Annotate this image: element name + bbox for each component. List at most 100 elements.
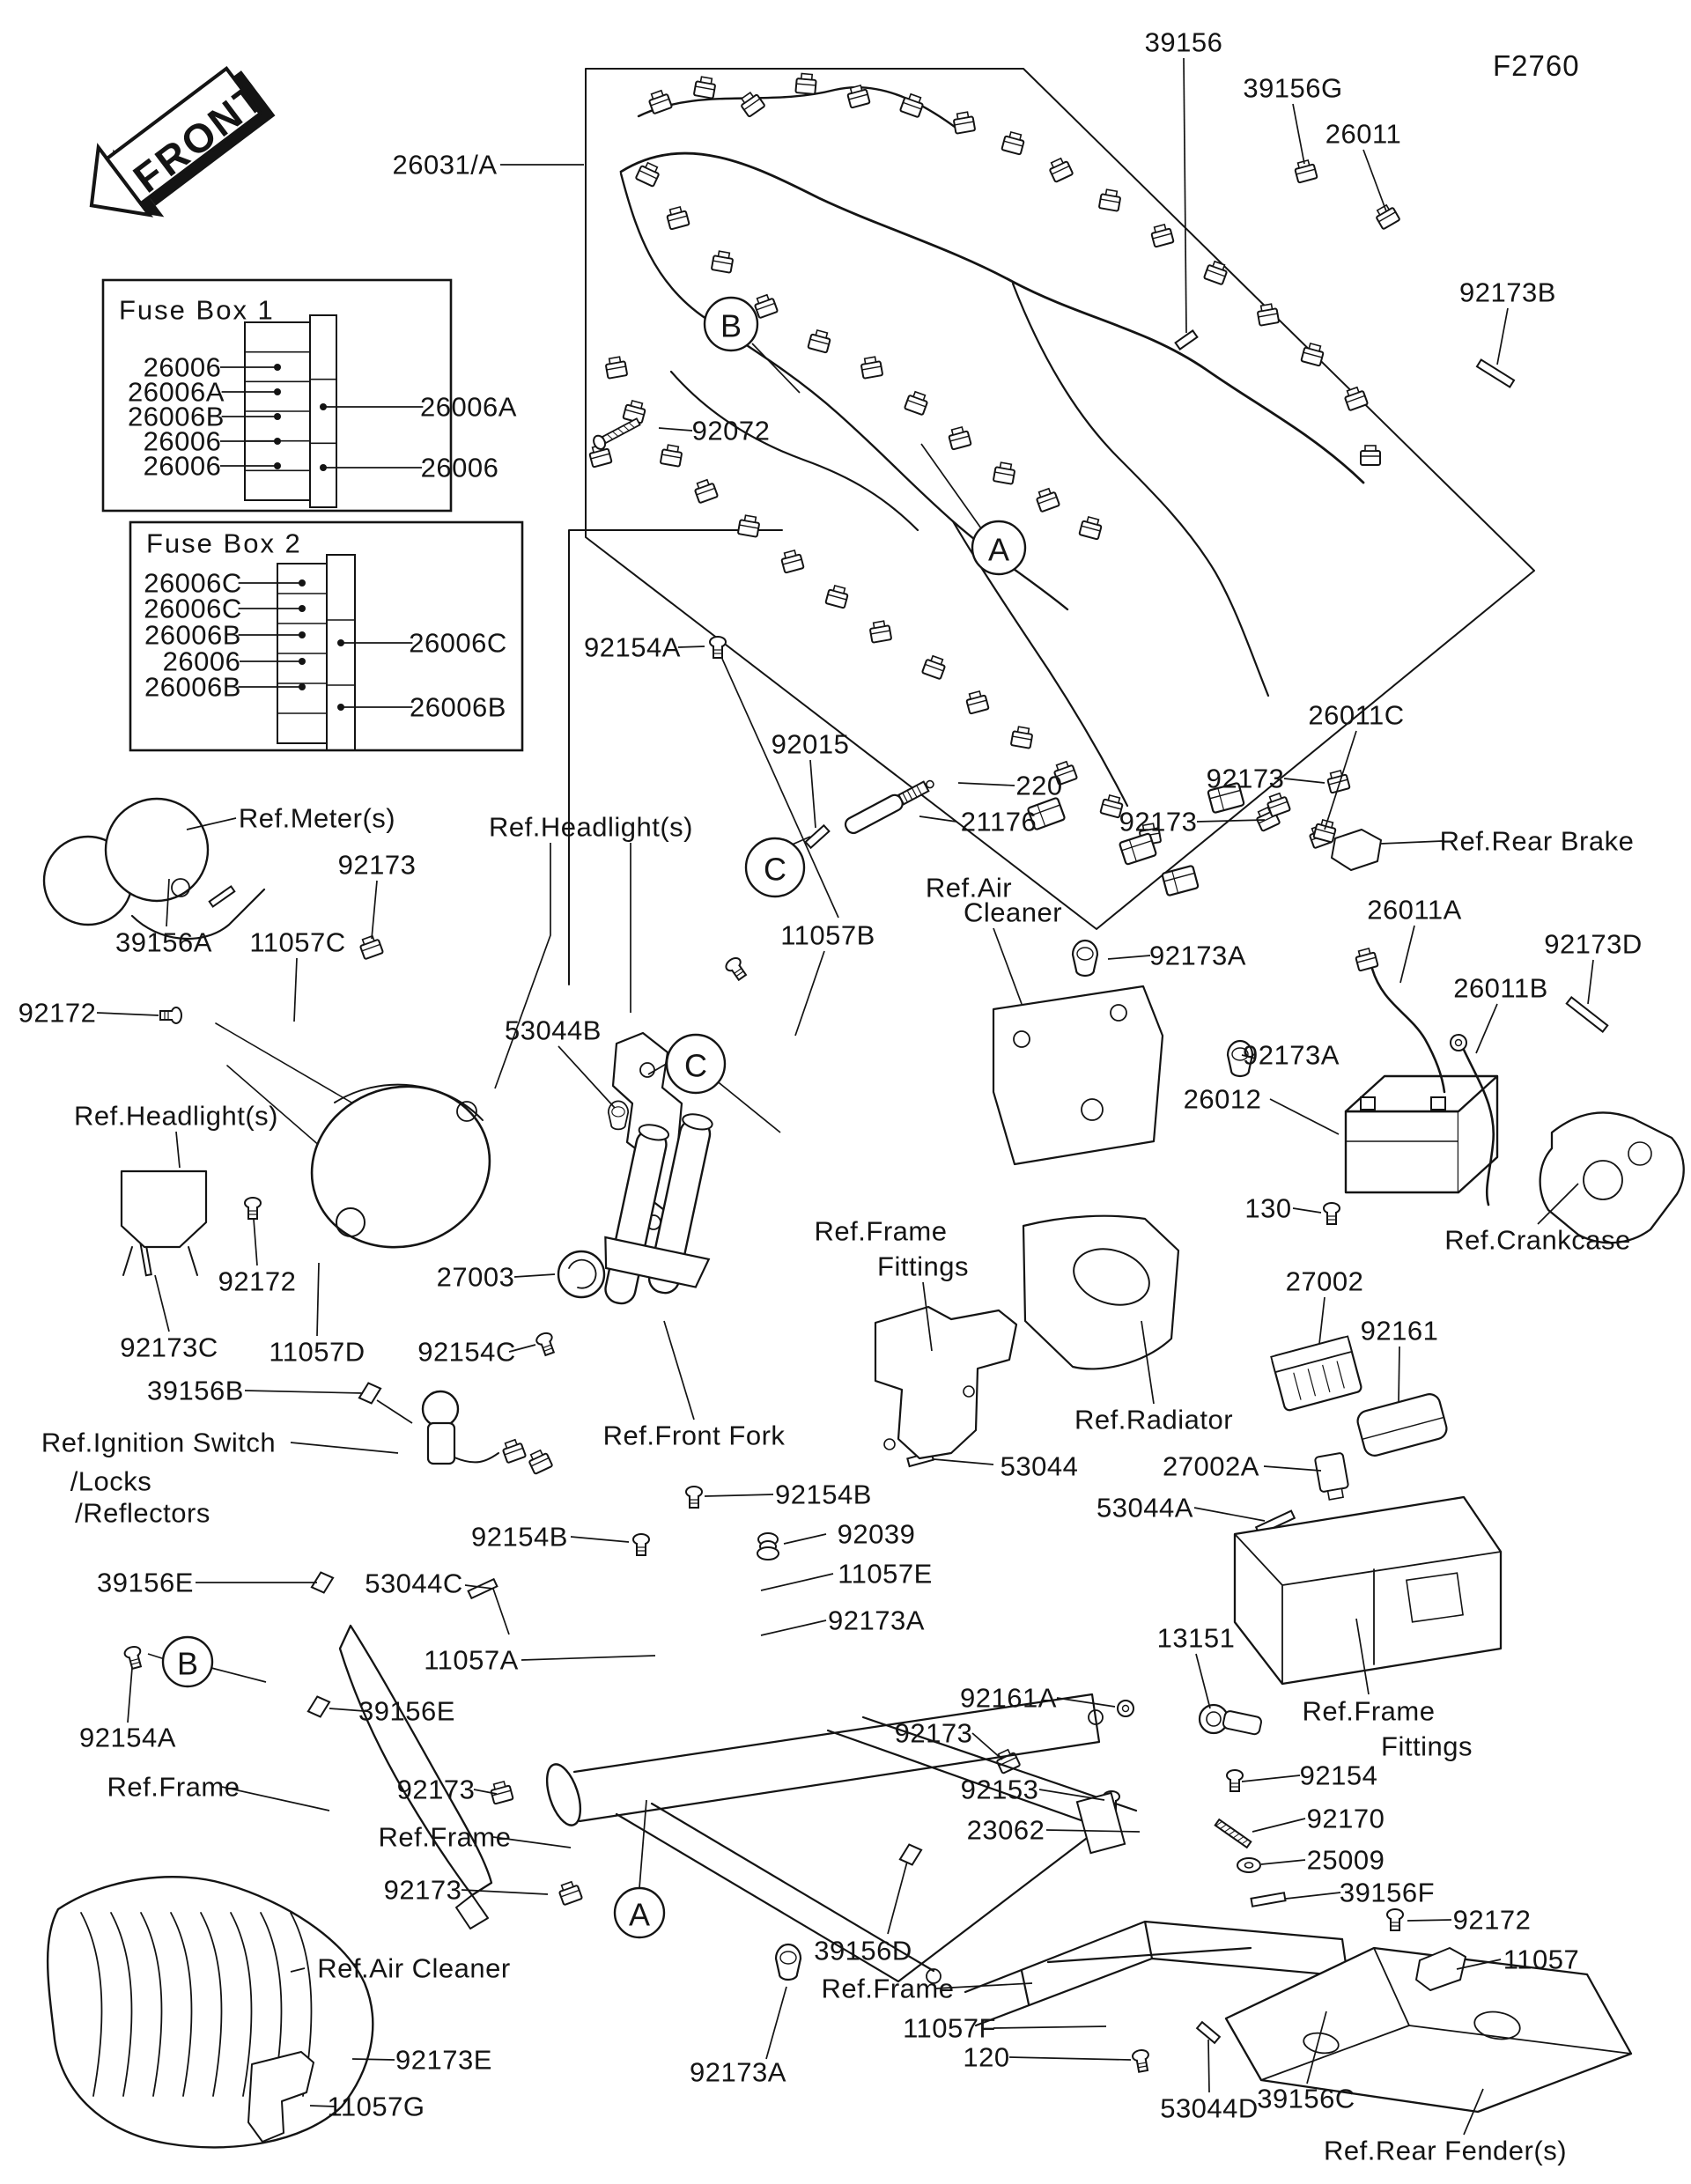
connector-icon	[558, 1880, 583, 1906]
part-label: 11057B	[780, 920, 875, 951]
damper-pad-icon	[898, 1843, 923, 1866]
part-label: 11057G	[327, 2092, 425, 2122]
leader-line	[1380, 840, 1444, 845]
view-letter-A: A	[613, 1886, 666, 1939]
leader-line	[186, 817, 237, 830]
connector-icon	[1036, 487, 1060, 513]
part-label: 92161A	[960, 1683, 1057, 1714]
strip-icon	[1250, 1892, 1287, 1907]
fuse-label: 26006C	[409, 628, 507, 659]
spring-pin-icon	[1214, 1818, 1252, 1849]
aircleaner-bracket-sketch	[992, 985, 1164, 1166]
cable-eyelet-icon	[1117, 1700, 1134, 1717]
leader-line	[1269, 1098, 1340, 1135]
part-label: Fittings	[1381, 1731, 1473, 1762]
svg-text:C: C	[684, 1048, 707, 1084]
part-label: Ref.Frame	[107, 1772, 240, 1803]
part-label: Ref.Crankcase	[1444, 1225, 1631, 1256]
aircleaner-rib	[140, 1912, 163, 2097]
part-label: 53044C	[365, 1568, 463, 1599]
part-label: Ref.Headlight(s)	[489, 812, 693, 843]
connector-icon	[740, 91, 765, 118]
leader-line	[221, 1786, 330, 1811]
part-label: 39156B	[147, 1376, 244, 1406]
part-label: 11057A	[424, 1645, 519, 1676]
part-label: 92154	[1300, 1760, 1378, 1791]
leader-line	[1537, 1183, 1579, 1225]
leader-line	[1045, 1829, 1141, 1833]
battery-sketch-top	[1344, 1074, 1499, 1194]
part-label: 27003	[437, 1262, 515, 1293]
part-label: /Reflectors	[75, 1498, 210, 1529]
view-letter-A: A	[971, 520, 1027, 576]
part-label: 11057F	[903, 2013, 996, 2044]
connector-icon	[824, 584, 849, 609]
harness-boundary-box	[585, 68, 1535, 930]
leader-line	[993, 2025, 1107, 2029]
part-label: /Locks	[70, 1466, 152, 1497]
leader-line	[316, 1262, 320, 1337]
connector-icon	[1203, 260, 1228, 285]
battery-case-inner	[1234, 1533, 1502, 1685]
leader-line	[1587, 959, 1594, 1005]
bolt-icon	[1323, 1202, 1340, 1225]
part-label: Ref.Air	[926, 873, 1012, 904]
leader-line	[957, 782, 1015, 786]
part-label: Ref.Radiator	[1074, 1405, 1233, 1435]
leader-line	[1107, 955, 1151, 960]
connector-icon	[807, 328, 831, 354]
part-label: 26011	[1325, 119, 1401, 150]
connector-icon	[780, 549, 805, 574]
part-label: 92172	[1453, 1905, 1532, 1936]
part-label: 92173B	[1459, 277, 1556, 308]
leader-line	[1008, 2056, 1132, 2061]
ecu-damper-sketch	[1356, 1393, 1448, 1457]
view-letter-C: C	[665, 1033, 727, 1095]
connector-icon	[754, 293, 779, 319]
svg-text:C: C	[764, 852, 786, 888]
part-label: 21176	[961, 807, 1037, 837]
part-label: 23062	[967, 1815, 1045, 1846]
leader-line	[1283, 778, 1325, 784]
part-label: 130	[1244, 1193, 1291, 1224]
leader-line	[1038, 1789, 1105, 1801]
leader-line	[1463, 2088, 1484, 2136]
leader-line	[293, 957, 298, 1022]
part-label: 11057C	[249, 927, 345, 958]
leader-line	[461, 1889, 549, 1895]
ecu-sketch	[1270, 1335, 1362, 1412]
connector-icon	[666, 205, 690, 231]
part-label: 92154A	[79, 1723, 176, 1753]
leader-line	[751, 343, 801, 394]
part-label: Ref.Rear Brake	[1440, 826, 1635, 857]
connector-icon	[648, 89, 673, 114]
leader-line	[570, 1536, 630, 1543]
leader-line	[210, 1667, 267, 1683]
part-label: 39156A	[115, 927, 212, 958]
part-label: 92154C	[417, 1337, 516, 1368]
headlight-shell-sketch	[310, 1085, 491, 1249]
part-label: 13151	[1157, 1623, 1236, 1654]
leader-line	[1318, 1296, 1325, 1345]
part-label: 25009	[1307, 1845, 1385, 1876]
part-label: 92172	[18, 998, 97, 1029]
part-label: 53044D	[1160, 2093, 1259, 2124]
leader-line	[253, 1218, 258, 1266]
screw-icon	[593, 417, 641, 450]
strip-icon	[1565, 996, 1609, 1033]
part-label: 92173	[895, 1718, 973, 1749]
connector-icon	[635, 161, 660, 188]
rear-brake-plate-sketch	[1331, 829, 1382, 871]
connector-icon	[1053, 760, 1078, 786]
bolt-icon	[685, 1486, 703, 1509]
part-label: 39156G	[1243, 73, 1342, 104]
part-label: 92161	[1361, 1316, 1439, 1347]
part-label: 53044A	[1097, 1493, 1193, 1524]
leader-lines	[96, 57, 1594, 2136]
leader-line	[993, 927, 1023, 1005]
part-label: 92154A	[584, 632, 681, 663]
aircleaner-rib	[200, 1912, 223, 2097]
leader-line	[521, 1655, 656, 1661]
relay-27002A-sketch	[1314, 1452, 1349, 1501]
